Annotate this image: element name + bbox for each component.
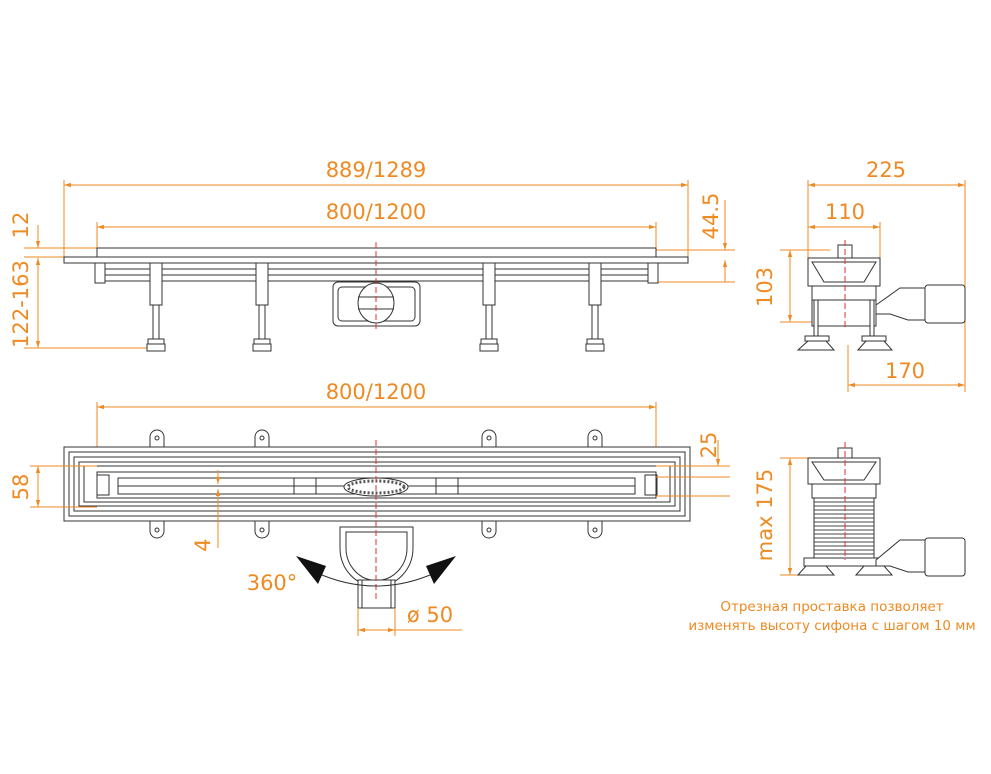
outlet-diameter-label: ø 50 — [407, 603, 453, 627]
overall-width-label: 225 — [866, 158, 906, 182]
max-height-label: max 175 — [753, 469, 777, 562]
outlet-pipe — [875, 537, 966, 577]
width-label: 58 — [9, 474, 33, 501]
plan-grate-length-label: 800/1200 — [326, 380, 427, 404]
leg — [252, 262, 272, 352]
note-line-1: Отрезная проставка позволяет — [720, 599, 943, 615]
rotation-label: 360° — [247, 571, 298, 595]
corrugated-spacer — [813, 497, 875, 559]
adjustable-legs — [146, 262, 605, 352]
siphon-outlet — [339, 526, 414, 609]
height-range-label: 122-163 — [9, 260, 33, 348]
outlet-offset-label: 170 — [885, 359, 925, 383]
grate-length-label: 800/1200 — [326, 200, 427, 224]
grate-thickness-label: 12 — [9, 212, 33, 239]
rotation-arc — [314, 571, 438, 587]
height-label: 103 — [753, 267, 777, 307]
note-line-2: изменять высоту сифона с шагом 10 мм — [688, 618, 975, 634]
end-body — [807, 447, 881, 499]
rotate-right-arrow-icon — [426, 556, 456, 584]
outlet-pipe — [875, 284, 966, 324]
plan-view: 800/1200 — [9, 380, 730, 636]
leg — [146, 262, 166, 352]
spacer-ribs — [814, 501, 874, 555]
frame-offset-label: 25 — [697, 432, 721, 459]
body-width-label: 110 — [825, 200, 865, 224]
siphon-box — [332, 281, 421, 327]
overall-length-label: 889/1289 — [326, 158, 427, 182]
mounting-tabs — [149, 429, 603, 539]
body-height-label: 44.5 — [699, 193, 723, 240]
leg — [585, 262, 605, 352]
channel-body — [94, 262, 659, 284]
base-and-feet — [796, 557, 894, 576]
end-body — [796, 244, 894, 351]
rotate-left-arrow-icon — [296, 556, 326, 584]
end-view-bottom: max 175 Отрезная проставка позволяет изм… — [688, 442, 976, 634]
side-elevation-view: 889/1289 800/1200 12 122-163 44.5 — [9, 158, 735, 352]
slot-width-label: 4 — [191, 538, 215, 551]
leg — [479, 262, 499, 352]
end-view-top: 225 110 103 170 — [753, 158, 966, 392]
